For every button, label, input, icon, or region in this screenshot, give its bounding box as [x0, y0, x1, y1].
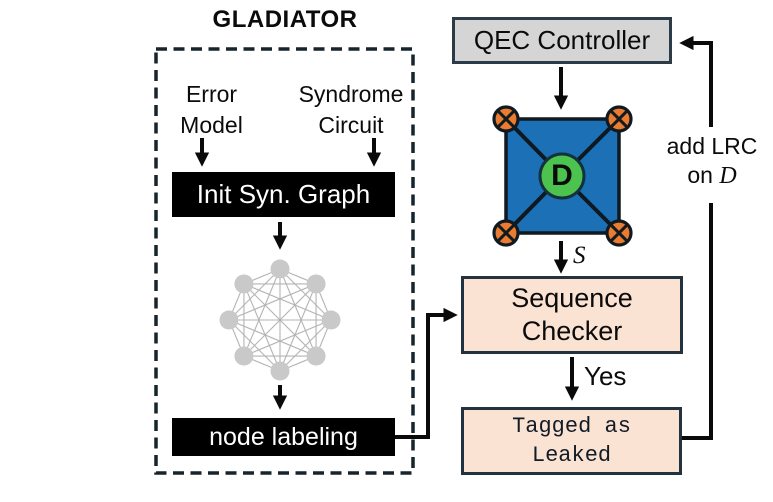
- feedback-line-lower: [682, 203, 713, 440]
- qec-controller-label: QEC Controller: [473, 25, 651, 55]
- graph-edge: [279, 319, 332, 372]
- graph-edge: [243, 283, 281, 372]
- graph-edge: [279, 355, 317, 372]
- add-lrc-d-var: D: [719, 163, 737, 189]
- graph-node: [321, 310, 341, 330]
- sequence-checker-line1: Sequence: [511, 283, 633, 313]
- graph-node: [234, 274, 254, 294]
- yes-label: Yes: [584, 361, 627, 391]
- tagged-as-leaked-box: Tagged as Leaked: [461, 407, 682, 475]
- sequence-checker-line2: Checker: [521, 316, 623, 346]
- error-model-line2: Model: [180, 112, 243, 138]
- graph-edge: [243, 283, 317, 357]
- graph-node: [234, 346, 254, 366]
- tagged-line1: Tagged as: [512, 414, 631, 439]
- init-syn-graph-box: Init Syn. Graph: [172, 172, 395, 217]
- syndrome-circuit-line1: Syndrome: [298, 81, 404, 107]
- gladiator-title: GLADIATOR: [212, 6, 358, 33]
- graph-node: [306, 346, 326, 366]
- ancilla-qubit-icon: [605, 219, 633, 247]
- graph-edge: [243, 355, 281, 372]
- syndrome-circuit-label: Syndrome Circuit: [286, 79, 416, 141]
- graph-edge: [279, 268, 317, 357]
- ancilla-qubit-icon: [492, 105, 520, 133]
- add-lrc-line1: add LRC: [666, 133, 758, 159]
- graph-edge: [279, 268, 332, 321]
- qec-controller-box: QEC Controller: [452, 17, 672, 64]
- error-model-label: Error Model: [154, 79, 269, 141]
- graph-edge: [279, 268, 317, 285]
- graph-node: [270, 259, 290, 279]
- ancilla-qubit-icon: [492, 219, 520, 247]
- error-model-line1: Error: [185, 81, 238, 107]
- syndrome-circuit-line2: Circuit: [318, 112, 384, 138]
- graph-edge: [315, 283, 332, 321]
- graph-edge: [243, 268, 281, 357]
- ancilla-qubit-icon: [605, 105, 633, 133]
- graph-edge: [315, 319, 332, 357]
- graph-edge: [228, 319, 317, 357]
- data-qubit-label: D: [551, 159, 573, 192]
- tagged-line2: Leaked: [531, 443, 612, 468]
- graph-edge: [228, 283, 245, 321]
- feedback-line-upper: [679, 35, 713, 127]
- graph-edge: [243, 283, 332, 321]
- add-lrc-label: add LRC on D: [647, 132, 773, 191]
- graph-edge: [228, 283, 317, 321]
- syndrome-graph-icon: [219, 259, 341, 381]
- add-lrc-line2-prefix: on: [687, 162, 720, 188]
- init-syn-graph-label: Init Syn. Graph: [196, 179, 371, 209]
- graph-edge: [228, 268, 281, 321]
- graph-edge: [243, 283, 317, 357]
- labeling-to-checker-connector: [395, 307, 458, 439]
- graph-edge: [279, 283, 317, 372]
- graph-node: [219, 310, 239, 330]
- graph-node: [270, 361, 290, 381]
- node-labeling-label: node labeling: [209, 422, 358, 451]
- graph-edge: [243, 319, 332, 357]
- syndrome-signal-label: S: [573, 242, 586, 269]
- graph-edge: [228, 319, 281, 372]
- sequence-checker-box: Sequence Checker: [461, 276, 683, 354]
- node-labeling-box: node labeling: [172, 418, 395, 456]
- graph-edge: [243, 268, 281, 285]
- graph-edge: [228, 319, 245, 357]
- graph-node: [306, 274, 326, 294]
